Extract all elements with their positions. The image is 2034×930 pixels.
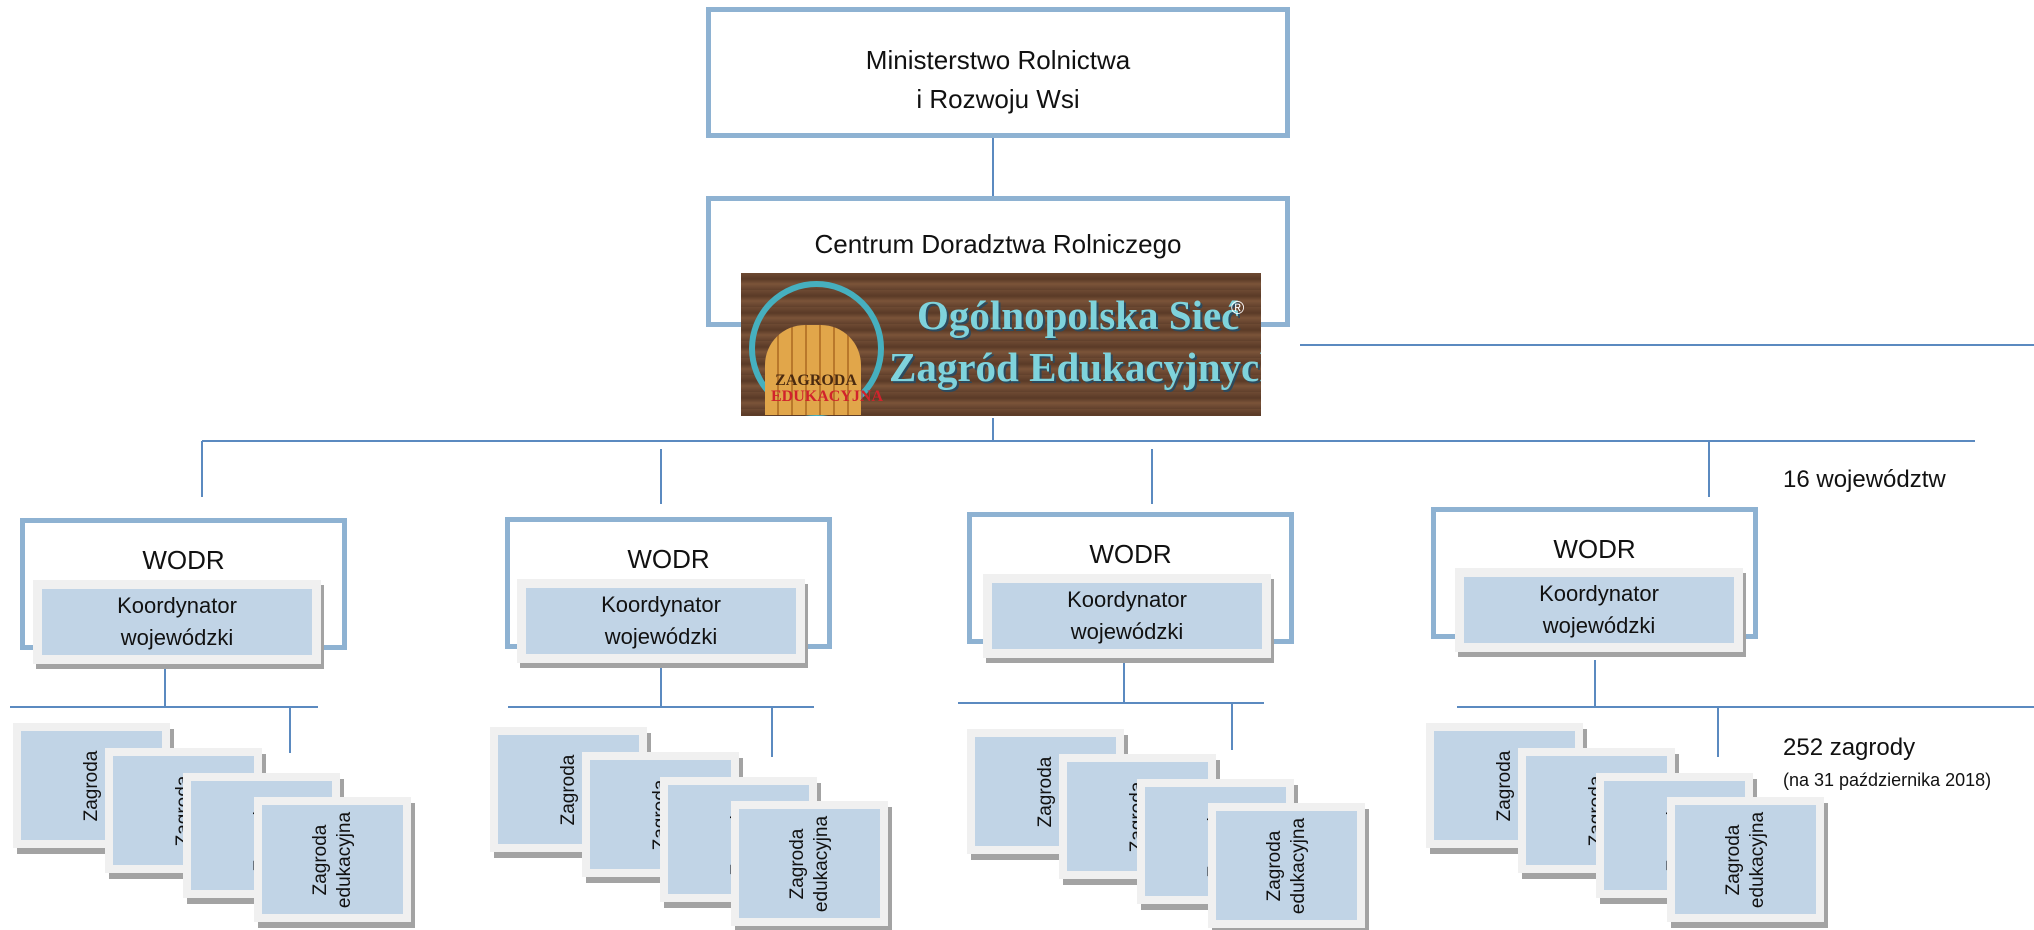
farms-count-label: 252 zagrody: [1783, 734, 1916, 761]
farm-card-label: Zagroda: [80, 750, 102, 821]
wodr-title: WODR: [142, 545, 225, 575]
ministry-name-line1: Ministerstwo Rolnictwa: [865, 45, 1131, 75]
wodr-title: WODR: [627, 544, 710, 574]
wodr-title: WODR: [1089, 539, 1172, 569]
ministry-box: Ministerstwo Rolnictwa i Rozwoju Wsi: [706, 7, 1290, 138]
farms-date-note: (na 31 października 2018): [1783, 770, 1992, 790]
center-title: Centrum Doradztwa Rolniczego: [814, 229, 1182, 259]
logo-registered-mark: ®: [1231, 298, 1245, 318]
ministry-name-line2: i Rozwoju Wsi: [916, 84, 1080, 114]
logo-badge-line1: ZAGRODA: [775, 372, 857, 389]
network-logo: ZAGRODA EDUKACYJNA Ogólnopolska Sieć ® Z…: [741, 273, 1261, 416]
farm-card-label: Zagroda: [1034, 756, 1056, 827]
logo-badge-line2: EDUKACYJNA: [771, 388, 883, 405]
farm-card-label: Zagroda: [557, 754, 579, 825]
logo-badge: ZAGRODA EDUKACYJNA: [771, 372, 883, 405]
voivodeships-count-label: 16 województw: [1783, 466, 1946, 493]
logo-title-line1: Ogólnopolska Sieć: [917, 292, 1240, 338]
logo-fence-icon: [765, 325, 861, 415]
wodr-title: WODR: [1553, 534, 1636, 564]
logo-title-line2: Zagród Edukacyjnych: [889, 344, 1261, 390]
farm-card-label: Zagroda: [1493, 750, 1515, 821]
